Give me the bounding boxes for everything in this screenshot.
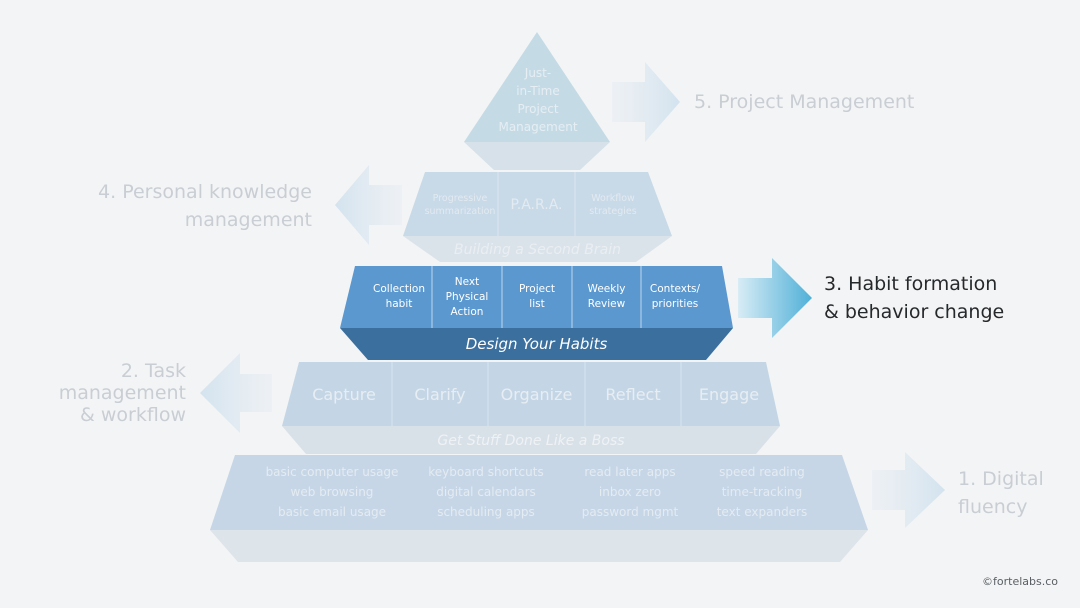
arrow-right-level5 — [612, 62, 680, 142]
level3-top — [340, 266, 733, 328]
level3-side-label: 3. Habit formation & behavior change — [824, 273, 1005, 323]
arrow-left-level2 — [200, 353, 272, 433]
level3-cell-5: Contexts/ priorities — [649, 283, 701, 310]
level2-side-label: 2. Task management & workflow — [58, 360, 186, 426]
level5-side-label: 5. Project Management — [694, 91, 915, 113]
arrow-right-level1 — [872, 452, 945, 528]
level4-band — [403, 236, 672, 262]
level2-band — [282, 426, 780, 454]
level3-cell-4: Weekly Review — [587, 283, 626, 310]
level2-cell-3: Organize — [500, 384, 573, 404]
level2-cell-2: Clarify — [414, 384, 466, 404]
level4-cell-1: Progressive summarization — [424, 193, 496, 217]
level2-top — [282, 362, 780, 426]
level4-side-label: 4. Personal knowledge management — [98, 181, 312, 231]
level4-cell-3: Workflow strategies — [589, 193, 637, 217]
level1-cell-4: speed reading time-tracking text expande… — [716, 465, 808, 519]
level5-cell-text: Just- in-Time Project Management — [498, 66, 578, 134]
level3-band-label: Design Your Habits — [465, 335, 608, 353]
copyright-text: ©fortelabs.co — [982, 575, 1058, 588]
level4-band-label: Building a Second Brain — [454, 242, 621, 258]
level1-cell-1: basic computer usage web browsing basic … — [265, 465, 399, 519]
level2-band-label: Get Stuff Done Like a Boss — [437, 433, 625, 449]
level1-cell-3: read later apps inbox zero password mgmt — [581, 465, 679, 519]
level5-base — [464, 142, 610, 170]
level2-cell-1: Capture — [312, 384, 376, 404]
level1-cell-2: keyboard shortcuts digital calendars sch… — [428, 465, 544, 519]
level5-top — [464, 32, 610, 142]
level1-top — [210, 455, 868, 530]
arrow-left-level4 — [335, 165, 402, 245]
level4-top — [403, 172, 672, 236]
arrow-right-level3[interactable] — [738, 258, 812, 338]
level3-cell-2: Next Physical Action — [445, 275, 489, 318]
level3-cell-1: Collection habit — [373, 283, 425, 310]
level4-cell-2: P.A.R.A. — [510, 197, 563, 213]
level3-band — [340, 328, 733, 360]
level2-cell-4: Reflect — [605, 384, 661, 404]
level1-side-label: 1. Digital fluency — [958, 468, 1044, 518]
level3-cell-3: Project list — [519, 283, 555, 310]
level2-cell-5: Engage — [698, 384, 760, 404]
level5-cell: Just- in-Time Project Management — [492, 62, 584, 138]
level1-band — [210, 530, 868, 562]
